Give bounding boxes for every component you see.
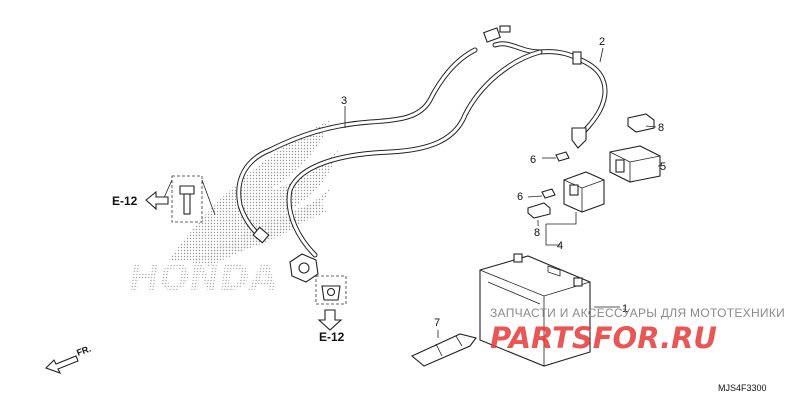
ref-label-lower[interactable]: E-12: [319, 330, 345, 344]
fuse-lower: [527, 202, 551, 219]
callout-6-lower[interactable]: 6: [517, 191, 523, 203]
ref-arrow-lower: [317, 309, 343, 331]
bolt-detail-upper: [162, 175, 216, 223]
cable-terminal-nut: [289, 253, 319, 283]
fuse-box: [609, 145, 661, 183]
callout-6-upper[interactable]: 6: [530, 154, 536, 166]
honda-wordmark: HONDA: [126, 256, 281, 299]
callout-8-upper[interactable]: 8: [658, 122, 664, 134]
callout-1[interactable]: 1: [622, 303, 628, 315]
callout-5[interactable]: 5: [660, 161, 666, 173]
ref-arrow-upper: [145, 190, 169, 211]
callout-4[interactable]: 4: [557, 240, 563, 252]
watermark-logo: PARTSFOR.RU: [490, 321, 717, 355]
watermark-tagline: ЗАПЧАСТИ И АКСЕССУАРЫ ДЛЯ МОТОТЕХНИКИ: [490, 306, 785, 320]
starter-relay: [563, 171, 605, 213]
front-direction-label: FR.: [75, 344, 92, 358]
callout-7[interactable]: 7: [434, 317, 440, 329]
callout-8-lower[interactable]: 8: [534, 227, 540, 239]
front-direction-arrow: [44, 355, 79, 374]
battery-band: [410, 333, 477, 367]
grommet-detail-lower: [315, 275, 347, 305]
cable-positive: [286, 25, 608, 258]
leader-lines: [344, 47, 660, 338]
fuse-upper: [627, 113, 655, 133]
bolt-upper: [555, 151, 570, 162]
cable-negative: [236, 47, 478, 244]
callout-3[interactable]: 3: [341, 95, 347, 107]
diagram-code: MJS4F3300: [718, 383, 767, 393]
callout-2[interactable]: 2: [599, 36, 605, 48]
ref-label-upper[interactable]: E-12: [112, 194, 138, 208]
bolt-lower: [541, 188, 556, 199]
battery: [479, 253, 591, 367]
